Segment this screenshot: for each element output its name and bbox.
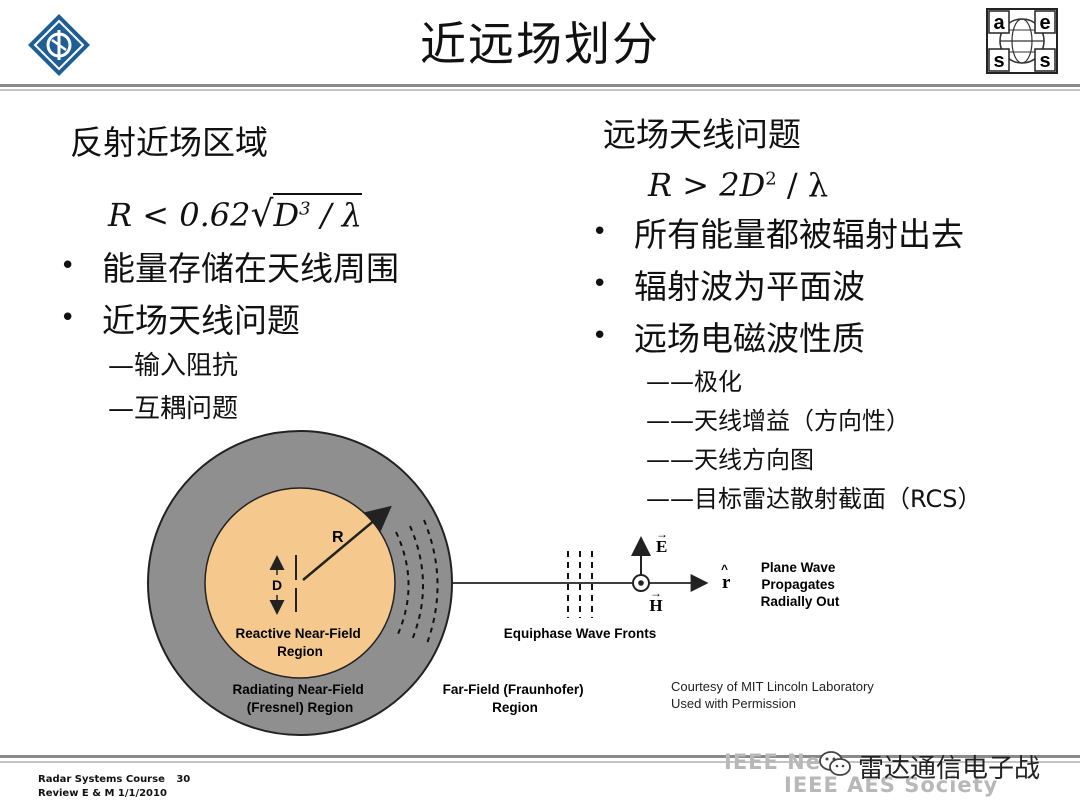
right-bullet-3: • 远场电磁波性质 — [592, 312, 865, 360]
near-formula-tail: / λ — [310, 196, 362, 234]
bullet-icon: • — [592, 321, 608, 351]
near-formula-radicand: D3 / λ — [273, 193, 362, 234]
planar-wavefronts — [567, 551, 593, 618]
right-bullet-2: • 辐射波为平面波 — [592, 260, 865, 308]
bullet-icon: • — [592, 217, 608, 247]
reactive-region-label: Reactive Near-Field Region — [235, 626, 364, 659]
radius-arrow — [302, 505, 392, 581]
svg-text:^: ^ — [721, 562, 728, 576]
sqrt-icon: √ — [250, 194, 274, 235]
far-formula-lhs: R > 2D — [648, 166, 766, 204]
right-subitem-2: ——天线增益（方向性） — [646, 407, 910, 435]
right-bullet-1-text: 所有能量都被辐射出去 — [634, 215, 964, 254]
course-name: Radar Systems Course — [38, 774, 165, 785]
right-bullet-2-text: 辐射波为平面波 — [634, 267, 865, 306]
bullet-icon: • — [60, 303, 76, 333]
left-bullet-2: • 近场天线问题 — [60, 294, 300, 342]
bottom-divider-thin — [0, 761, 1080, 763]
svg-text:→: → — [656, 527, 668, 541]
far-formula-sup: 2 — [765, 168, 777, 190]
r-hat-label: r — [722, 572, 731, 593]
bullet-icon: • — [60, 251, 76, 281]
aes-letter-a: a — [993, 12, 1005, 34]
equiphase-label: Equiphase Wave Fronts — [504, 626, 657, 641]
wechat-icon — [818, 750, 852, 778]
aes-logo-icon: a e s s — [986, 8, 1058, 74]
near-formula-sup: 3 — [299, 198, 311, 220]
ieee-logo-icon — [26, 12, 92, 78]
right-subitem-4: ——目标雷达散射截面（RCS） — [646, 485, 982, 513]
reactive-near-field-circle — [204, 487, 396, 679]
aes-letter-s2: s — [1039, 50, 1050, 72]
svg-text:→: → — [650, 586, 662, 600]
left-bullet-1-text: 能量存储在天线周围 — [102, 249, 399, 288]
review-footer: Review E & M 1/1/2010 — [38, 788, 167, 799]
right-bullet-1: • 所有能量都被辐射出去 — [592, 208, 964, 256]
d-label: D — [272, 577, 282, 593]
far-field-formula: R > 2D2 / λ — [648, 166, 828, 204]
left-subitem-2: —互耦问题 — [108, 394, 239, 424]
left-heading: 反射近场区域 — [70, 123, 268, 162]
left-bullet-1: • 能量存储在天线周围 — [60, 242, 399, 290]
left-bullet-2-text: 近场天线问题 — [102, 301, 300, 340]
right-heading: 远场天线问题 — [603, 115, 801, 154]
right-subitem-1: ——极化 — [646, 368, 742, 396]
e-vector-label: E — [656, 537, 667, 556]
page-number: 30 — [176, 774, 191, 785]
far-field-label: Far-Field (Fraunhofer) Region — [443, 682, 588, 715]
bullet-icon: • — [592, 269, 608, 299]
top-divider — [0, 84, 1080, 87]
courtesy-note: Courtesy of MIT Lincoln Laboratory Used … — [671, 679, 877, 711]
curved-wavefronts — [395, 519, 439, 647]
right-subitem-3: ——天线方向图 — [646, 446, 814, 474]
right-bullet-3-text: 远场电磁波性质 — [634, 319, 865, 358]
radiating-region-label: Radiating Near-Field (Fresnel) Region — [232, 682, 367, 715]
wechat-account-label: 雷达通信电子战 — [858, 754, 1041, 784]
far-formula-tail: / λ — [776, 166, 829, 204]
left-subitem-1: —输入阻抗 — [108, 351, 239, 381]
plane-wave-label: Plane Wave Propagates Radially Out — [761, 560, 840, 609]
radius-label: R — [332, 529, 344, 546]
near-field-formula: R < 0.62√D3 / λ — [108, 193, 362, 235]
near-formula-lhs: R < 0.62 — [108, 196, 251, 234]
aes-letter-e: e — [1039, 12, 1050, 34]
course-footer: Radar Systems Course 30 — [38, 774, 190, 785]
page-title: 近远场划分 — [420, 17, 660, 71]
h-vector-label: H — [649, 596, 662, 615]
top-divider-thin — [0, 89, 1080, 91]
aes-letter-s1: s — [993, 50, 1004, 72]
ieee-footer-line2: IEEE AES Society — [784, 773, 999, 797]
bottom-divider — [0, 755, 1080, 758]
